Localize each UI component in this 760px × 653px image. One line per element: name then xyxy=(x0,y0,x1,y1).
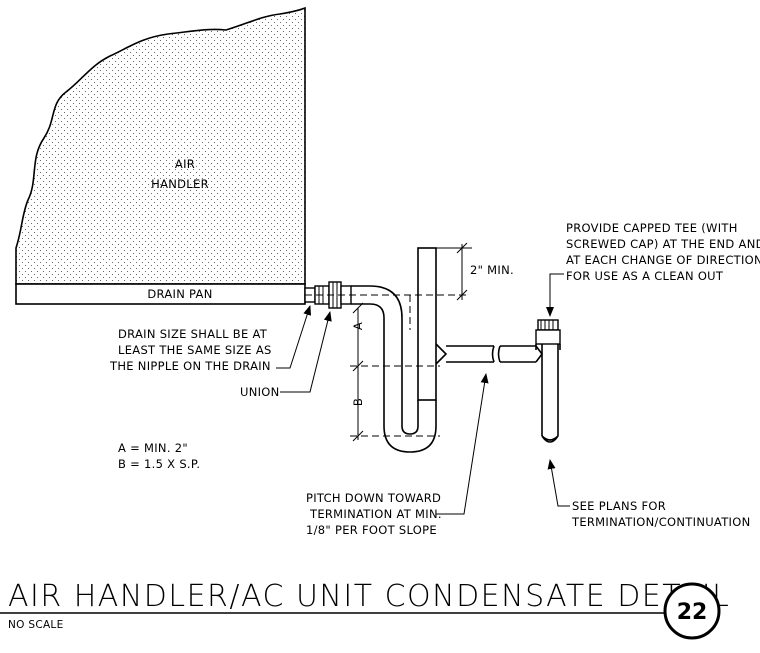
capped-tee-note: PROVIDE CAPPED TEE (WITH SCREWED CAP) AT… xyxy=(546,221,760,317)
p-trap-pipe xyxy=(351,247,543,453)
dimension-2-min-label: 2" MIN. xyxy=(470,263,514,277)
union-callout: UNION xyxy=(240,311,332,399)
air-handler-label-1: AIR xyxy=(175,157,195,171)
capped-tee-note-line-2: SCREWED CAP) AT THE END AND xyxy=(566,237,760,251)
plans-note-line-1: SEE PLANS FOR xyxy=(572,499,666,513)
drain-note-line-1: DRAIN SIZE SHALL BE AT xyxy=(118,327,268,341)
legend-b: B = 1.5 X S.P. xyxy=(118,457,200,471)
see-plans-note: SEE PLANS FOR TERMINATION/CONTINUATION xyxy=(547,459,750,529)
title-block: AIR HANDLER/AC UNIT CONDENSATE DETAIL NO… xyxy=(0,579,730,640)
capped-tee-cleanout xyxy=(535,319,561,443)
detail-number: 22 xyxy=(677,600,708,625)
pitch-note: PITCH DOWN TOWARD TERMINATION AT MIN. 1/… xyxy=(306,373,489,537)
capped-tee-note-line-1: PROVIDE CAPPED TEE (WITH xyxy=(566,221,738,235)
dimension-2-min: 2" MIN. xyxy=(436,242,514,301)
drain-note-line-3: THE NIPPLE ON THE DRAIN xyxy=(109,359,271,373)
dimension-a-label: A xyxy=(351,322,365,330)
dimension-b-label: B xyxy=(351,398,365,406)
drawing-title: AIR HANDLER/AC UNIT CONDENSATE DETAIL xyxy=(8,579,730,614)
union-label: UNION xyxy=(240,385,280,399)
reference-lines xyxy=(305,294,470,437)
air-handler-label-2: HANDLER xyxy=(151,177,209,191)
drain-note-line-2: LEAST THE SAME SIZE AS xyxy=(118,343,272,357)
drain-size-note: DRAIN SIZE SHALL BE AT LEAST THE SAME SI… xyxy=(109,305,312,373)
detail-number-circle xyxy=(663,582,721,640)
pitch-note-line-3: 1/8" PER FOOT SLOPE xyxy=(306,523,437,537)
capped-tee-note-line-3: AT EACH CHANGE OF DIRECTION xyxy=(566,253,760,267)
plans-note-line-2: TERMINATION/CONTINUATION xyxy=(571,515,750,529)
pitch-note-line-2: TERMINATION AT MIN. xyxy=(309,507,442,521)
air-handler-body xyxy=(15,6,306,285)
drain-pan-label: DRAIN PAN xyxy=(147,287,212,301)
capped-tee-note-line-4: FOR USE AS A CLEAN OUT xyxy=(566,269,724,283)
legend-a: A = MIN. 2" xyxy=(118,441,188,455)
pitch-note-line-1: PITCH DOWN TOWARD xyxy=(306,491,441,505)
dimension-a-b: A B xyxy=(351,302,365,442)
scale-note: NO SCALE xyxy=(8,619,64,631)
